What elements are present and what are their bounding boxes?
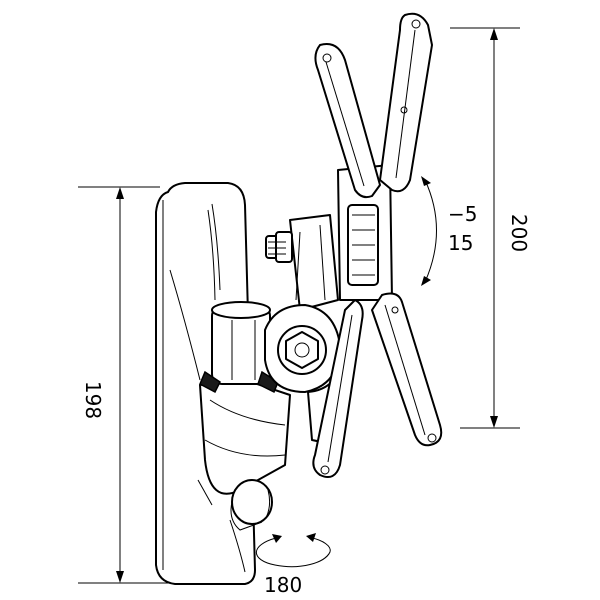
tilt-bracket <box>265 214 339 311</box>
tilt-label-top: −5 <box>448 202 477 226</box>
lower-arm <box>197 379 291 531</box>
dimension-label-200: 200 <box>507 214 531 252</box>
dimension-left: 198 <box>78 186 180 584</box>
tilt-label-bottom: 15 <box>448 231 473 255</box>
dimension-label-198: 198 <box>81 381 105 419</box>
tilt-arrow: −5 15 <box>421 176 477 286</box>
hinge-cylinder <box>199 301 279 394</box>
dimension-right: 200 <box>450 27 531 429</box>
swivel-label: 180 <box>264 573 302 597</box>
hex-nut-icon <box>285 331 319 369</box>
swivel-arrow: 180 <box>256 533 331 597</box>
vesa-bracket <box>312 12 443 478</box>
